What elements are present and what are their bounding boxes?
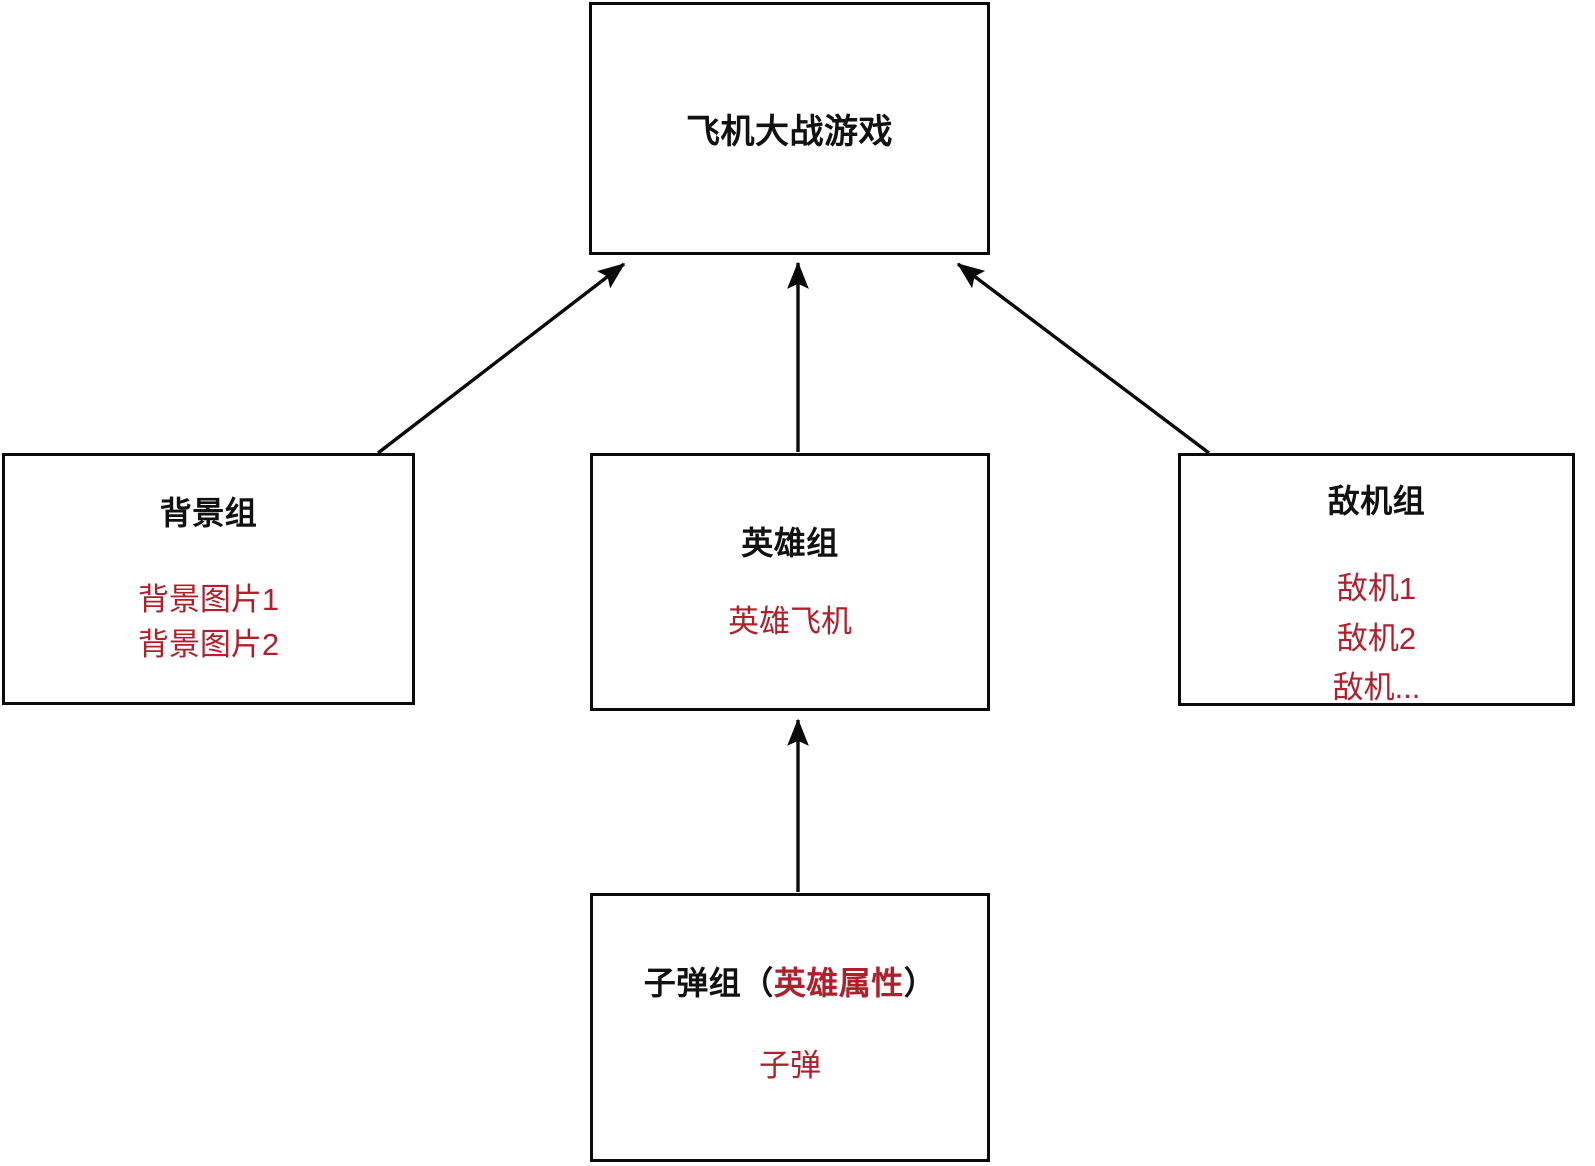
node-bullet-title-prefix: 子弹组（ xyxy=(643,965,774,1001)
node-hero-title: 英雄组 xyxy=(741,525,839,561)
node-bullet-items: 子弹 xyxy=(759,1044,821,1089)
node-bullet-item-1: 子弹 xyxy=(759,1048,821,1083)
node-background-item-2: 背景图片2 xyxy=(137,626,280,662)
node-root-title: 飞机大战游戏 xyxy=(686,113,893,151)
node-enemy-group[interactable]: 敌机组 敌机1 敌机2 敌机... xyxy=(1178,453,1575,706)
edge-enemy-to-root xyxy=(956,262,1211,455)
node-bullet-title-suffix: ） xyxy=(903,965,937,1001)
node-enemy-item-1: 敌机1 xyxy=(1336,571,1417,606)
node-bullet-title-accent: 英雄属性 xyxy=(773,965,904,1001)
node-background-item-1: 背景图片1 xyxy=(137,582,280,617)
node-hero-items: 英雄飞机 xyxy=(728,600,852,645)
node-bullet-title: 子弹组（英雄属性） xyxy=(644,958,937,1004)
node-hero-item-1: 英雄飞机 xyxy=(728,604,852,639)
edge-background-to-root xyxy=(376,262,626,455)
node-enemy-item-3: 敌机... xyxy=(1332,670,1421,706)
node-hero-group[interactable]: 英雄组 英雄飞机 xyxy=(590,453,990,711)
node-root-game[interactable]: 飞机大战游戏 xyxy=(589,2,990,255)
node-background-group[interactable]: 背景组 背景图片1 背景图片2 xyxy=(2,453,415,705)
node-bullet-group[interactable]: 子弹组（英雄属性） 子弹 xyxy=(590,893,990,1162)
node-enemy-title: 敌机组 xyxy=(1327,483,1426,519)
node-enemy-item-2: 敌机2 xyxy=(1336,620,1417,656)
node-background-items: 背景图片1 背景图片2 xyxy=(138,578,279,668)
node-enemy-items: 敌机1 敌机2 敌机... xyxy=(1333,564,1421,713)
node-background-title: 背景组 xyxy=(159,495,258,531)
